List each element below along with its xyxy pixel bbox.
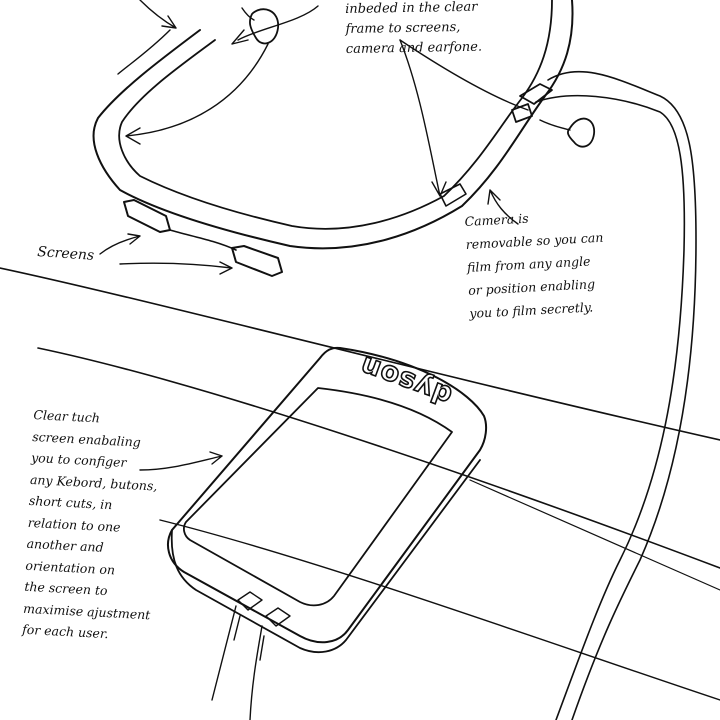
arrow-screens-left [100,234,140,254]
device-touchscreen [184,388,452,605]
cable-plug-a [212,606,240,700]
cable-inner [536,96,684,720]
arrow-top-left [140,0,176,28]
earphone-right [568,119,594,147]
cable-plug-b [250,626,264,720]
touchscreen-annotation: Clear tuch screen enabaling you to confi… [22,404,209,649]
arrow-screens-right [120,262,232,274]
table-edge-bottom-2 [160,520,720,700]
camera-annotation: Camera is removable so you can film from… [464,200,670,325]
screen-right [232,246,282,276]
screen-left [124,200,170,232]
arrow-frame-right [400,40,446,196]
table-edge-bottom-3 [470,480,720,590]
screens-label: Screens [37,242,95,266]
headset-frame-rim [118,30,170,74]
cable-outer [548,72,696,720]
frame-annotation: inbeded in the clear frame to screens, c… [345,0,526,60]
